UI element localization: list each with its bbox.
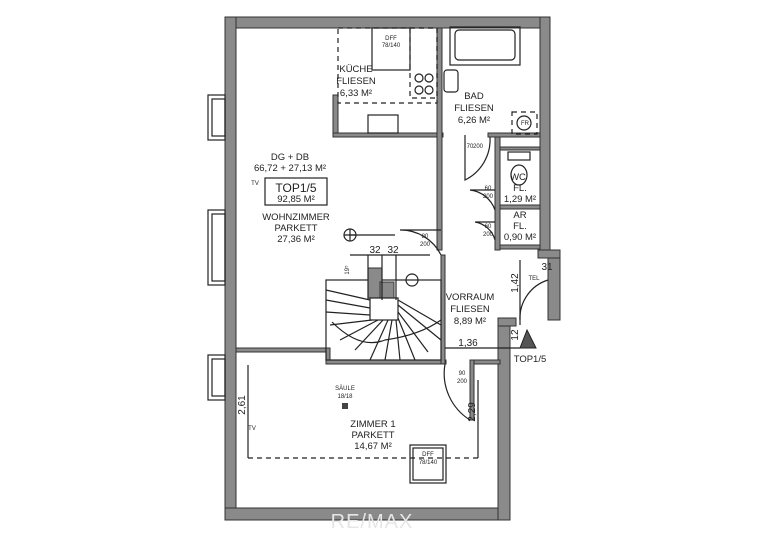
bath-fixtures <box>443 26 538 186</box>
wohnzimmer-area: 27,36 M² <box>277 234 315 245</box>
door-wohn-height: 200 <box>420 242 431 248</box>
unit-levels-area: 66,72 + 27,13 M² <box>254 163 326 174</box>
kueche-floor: FLIESEN <box>336 76 376 87</box>
dim-136: 1,36 <box>458 338 478 349</box>
unit-total-area: 92,85 M² <box>277 194 315 205</box>
dim-12: 12 <box>510 329 521 341</box>
saeule-size: 18/18 <box>337 394 353 400</box>
remax-watermark: RE/MAX <box>331 511 414 533</box>
dimension-labels: 32 32 1,36 31 1,42 12 2,61 2,29 19⁵ <box>237 245 553 422</box>
unit-name: TOP1/5 <box>275 181 316 195</box>
door-ar-width: 60 <box>485 224 492 230</box>
dim-32b: 32 <box>387 245 399 256</box>
ceiling-light-cross <box>344 229 356 241</box>
wc-name: WC <box>510 172 526 183</box>
unit-label-box <box>264 177 328 206</box>
outer-walls <box>224 16 561 521</box>
dim-31: 31 <box>541 262 553 273</box>
dim-32a: 32 <box>369 245 381 256</box>
skylight-window <box>409 444 447 484</box>
door-zimmer-height: 200 <box>457 379 468 385</box>
tv-label-2: TV <box>248 426 256 432</box>
door-bad-width: 70 <box>467 144 474 150</box>
vorraum-name: VORRAUM <box>446 292 495 303</box>
door-zimmer-width: 90 <box>459 371 466 377</box>
vorraum-area: 8,89 M² <box>454 316 486 327</box>
dff2-label: DFF <box>422 452 434 458</box>
dff2-size: 78/140 <box>419 460 438 466</box>
dim-195: 19⁵ <box>344 265 351 275</box>
kueche-name: KÜCHE <box>339 64 372 75</box>
dff-size: 78/140 <box>382 43 401 49</box>
zimmer1-floor: PARKETT <box>351 430 394 441</box>
unit-levels: DG + DB <box>271 152 309 163</box>
saeule-label: SÄULE <box>335 385 355 392</box>
vorraum-floor: FLIESEN <box>450 304 490 315</box>
door-wc-height: 200 <box>483 194 494 200</box>
wohnzimmer-name: WOHNZIMMER <box>262 212 330 223</box>
zimmer1-name: ZIMMER 1 <box>350 419 395 430</box>
ar-area: 0,90 M² <box>504 232 536 243</box>
kueche-area: 6,33 M² <box>340 88 372 99</box>
bad-area: 6,26 M² <box>458 115 490 126</box>
dim-142: 1,42 <box>510 273 521 293</box>
dff-label: DFF <box>385 36 397 42</box>
dim-229: 2,29 <box>467 402 478 422</box>
room-labels: KÜCHE FLIESEN 6,33 M² BAD FLIESEN 6,26 M… <box>254 64 536 452</box>
bad-name: BAD <box>464 91 484 102</box>
door-swings <box>399 135 549 421</box>
wc-area: 1,29 M² <box>504 194 536 205</box>
door-bad-height: 200 <box>473 144 484 150</box>
annotations: DFF 78/140 DFF 78/140 SÄULE 18/18 TV TV … <box>248 36 546 466</box>
window-bays <box>207 94 226 401</box>
staircase <box>325 267 442 361</box>
bad-floor: FLIESEN <box>454 103 494 114</box>
door-wc-width: 60 <box>485 186 492 192</box>
ar-floor: FL. <box>513 221 527 232</box>
kitchen-fixtures <box>337 27 438 134</box>
door-wohn-width: 80 <box>422 234 429 240</box>
interior-walls <box>235 27 541 421</box>
wohnzimmer-floor: PARKETT <box>274 223 317 234</box>
entrance-label: TOP1/5 <box>514 354 547 365</box>
entrance-arrow-icon <box>519 328 537 349</box>
dimension-lines <box>247 234 521 459</box>
fr-label: FR <box>521 121 530 127</box>
column-icon <box>342 403 348 409</box>
tv-label: TV <box>251 181 259 187</box>
ar-name: AR <box>513 210 526 221</box>
dim-261: 2,61 <box>237 395 248 415</box>
door-ar-height: 200 <box>483 232 494 238</box>
zimmer1-area: 14,67 M² <box>354 441 392 452</box>
wc-floor: FL. <box>513 183 527 194</box>
tel-label: TEL <box>528 276 540 282</box>
